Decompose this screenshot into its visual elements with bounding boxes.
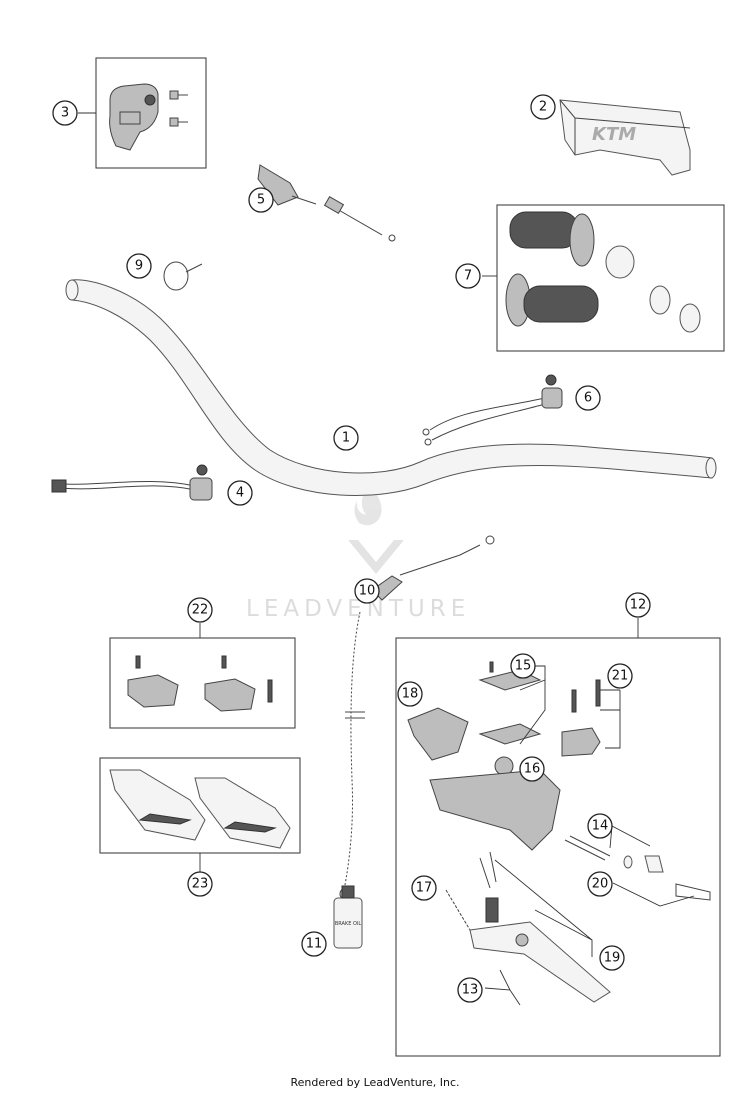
callout-5: 5 — [248, 187, 274, 213]
hand-guards — [109, 769, 291, 849]
watermark-text: LEADVENTURE — [246, 596, 470, 622]
callout-16: 16 — [519, 756, 545, 782]
svg-text:6: 6 — [584, 391, 592, 406]
oil-label: BRAKE OIL — [335, 921, 362, 927]
leadventure-watermark: LEADVENTURE — [246, 485, 470, 622]
callout-23: 23 — [187, 871, 213, 897]
handlebar-pad: KTM — [559, 99, 691, 176]
callout-20: 20 — [587, 871, 613, 897]
callout-2: 2 — [530, 94, 556, 120]
svg-text:21: 21 — [612, 669, 629, 684]
callout-4: 4 — [227, 480, 253, 506]
callout-9: 9 — [126, 253, 152, 279]
svg-text:17: 17 — [416, 881, 433, 896]
svg-text:15: 15 — [515, 659, 532, 674]
callout-13: 13 — [457, 977, 483, 1003]
callout-12: 12 — [625, 592, 651, 618]
mounting-kit — [127, 655, 273, 712]
callout-1: 1 — [333, 425, 359, 451]
svg-text:20: 20 — [592, 877, 609, 892]
part-7-box — [496, 204, 725, 352]
grip-set — [505, 211, 701, 333]
switch-assembly — [109, 83, 188, 151]
callout-7: 7 — [455, 263, 481, 289]
svg-text:5: 5 — [257, 193, 265, 208]
callout-19: 19 — [599, 945, 625, 971]
svg-text:2: 2 — [539, 100, 547, 115]
start-button — [422, 374, 563, 446]
svg-text:9: 9 — [135, 259, 143, 274]
svg-text:19: 19 — [604, 951, 621, 966]
callout-10: 10 — [354, 578, 380, 604]
callout-14: 14 — [587, 813, 613, 839]
throttle-cable — [257, 164, 396, 242]
footer-credit: Rendered by LeadVenture, Inc. — [290, 1076, 460, 1089]
callout-6: 6 — [575, 385, 601, 411]
svg-text:10: 10 — [359, 584, 376, 599]
callout-21: 21 — [607, 663, 633, 689]
callout-11: 11 — [301, 931, 327, 957]
svg-text:11: 11 — [306, 937, 323, 952]
svg-text:13: 13 — [462, 983, 479, 998]
svg-text:4: 4 — [236, 486, 244, 501]
svg-text:1: 1 — [342, 431, 350, 446]
svg-text:12: 12 — [630, 598, 647, 613]
handlebar — [65, 279, 717, 496]
ktm-logo: KTM — [592, 124, 636, 145]
leader-lines — [78, 112, 695, 1006]
svg-text:23: 23 — [192, 877, 209, 892]
callout-15: 15 — [510, 653, 536, 679]
callout-18: 18 — [397, 681, 423, 707]
callout-22: 22 — [187, 597, 213, 623]
master-cylinder — [407, 661, 711, 1003]
svg-text:18: 18 — [402, 687, 419, 702]
kill-switch — [51, 464, 213, 501]
svg-text:7: 7 — [464, 269, 472, 284]
part-12-box — [395, 637, 721, 1057]
brake-oil-bottle: BRAKE OIL — [333, 885, 363, 949]
svg-text:3: 3 — [61, 106, 69, 121]
callout-17: 17 — [411, 875, 437, 901]
cable-tie — [163, 261, 203, 291]
part-22-box — [109, 637, 296, 729]
svg-text:22: 22 — [192, 603, 209, 618]
svg-text:16: 16 — [524, 762, 541, 777]
callout-3: 3 — [52, 100, 78, 126]
svg-text:14: 14 — [592, 819, 609, 834]
